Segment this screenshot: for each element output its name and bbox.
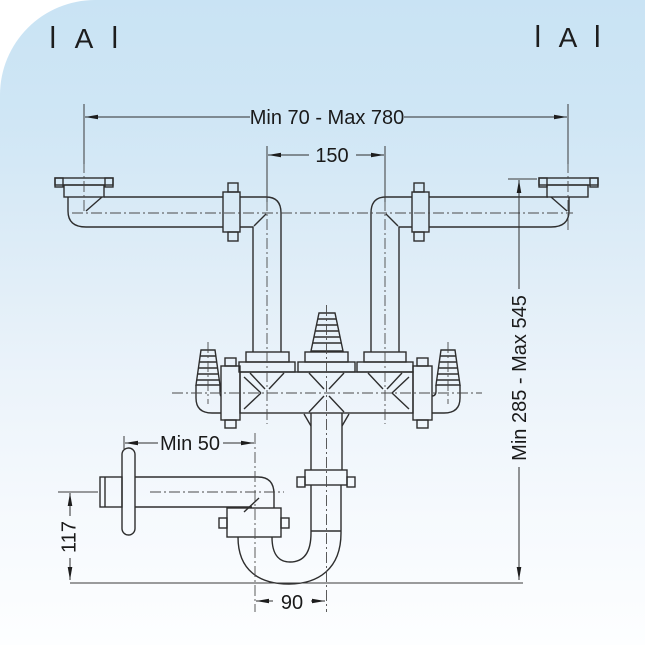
section-bar [51, 26, 55, 48]
center-hose-barb [310, 312, 344, 352]
trap-inlet-nut [218, 507, 290, 538]
left-horizontal-pipe [67, 196, 223, 228]
section-label-left: A [75, 23, 94, 54]
dim-top-width-label: Min 70 - Max 780 [250, 107, 405, 129]
right-side-hose-barb [431, 349, 461, 414]
u-bend-trap [237, 532, 342, 585]
dimension-top-width: Min 70 - Max 780 [83, 104, 569, 164]
wall-outlet [99, 447, 275, 536]
left-union-nut [222, 182, 241, 242]
right-sink-connector [538, 177, 599, 212]
arrow-down [67, 567, 73, 580]
dim-inlet-spacing-label: 150 [315, 145, 348, 167]
arrow-right [312, 598, 325, 604]
dimension-wall-height: 117 [58, 491, 523, 584]
arrow-left [85, 114, 98, 120]
arrow-left [268, 152, 281, 158]
dimension-inlet-spacing: 150 [266, 145, 386, 202]
dimension-wall-distance: Min 50 [123, 433, 254, 455]
outlet-nut [296, 469, 356, 488]
section-bar [596, 25, 599, 47]
arrow-right [241, 440, 254, 446]
section-bar [113, 26, 117, 48]
arrow-left [256, 598, 269, 604]
dim-wall-distance-label: Min 50 [160, 433, 220, 455]
dim-overall-height-label: Min 285 - Max 545 [509, 295, 531, 461]
left-side-hose-barb [195, 349, 222, 414]
section-marker-left: A [51, 23, 117, 54]
outlet-pipe-upper [310, 413, 343, 470]
right-union-nut [411, 182, 430, 242]
arrow-up [516, 180, 522, 193]
dim-trap-width-label: 90 [281, 592, 303, 614]
arrow-right [554, 114, 567, 120]
dim-wall-height-label: 117 [59, 521, 81, 553]
right-horizontal-pipe [429, 196, 570, 228]
arrow-left [125, 440, 138, 446]
manifold-internal-junctions [243, 372, 410, 427]
section-marker-right: A [536, 22, 599, 53]
arrow-right [371, 152, 384, 158]
arrow-down [516, 567, 522, 580]
right-elbow-downpipe [370, 196, 412, 352]
arrow-up [67, 493, 73, 506]
left-elbow-downpipe [240, 196, 282, 352]
dimension-trap-width: 90 [256, 592, 325, 614]
dimension-overall-height: Min 285 - Max 545 [508, 178, 537, 580]
outlet-pipe-lower [310, 485, 342, 533]
section-label-right: A [559, 22, 578, 53]
centerlines [72, 162, 573, 612]
manifold-inlet-collars [238, 351, 414, 373]
manifold-right-end-nut [412, 357, 433, 429]
section-bar [536, 25, 540, 47]
